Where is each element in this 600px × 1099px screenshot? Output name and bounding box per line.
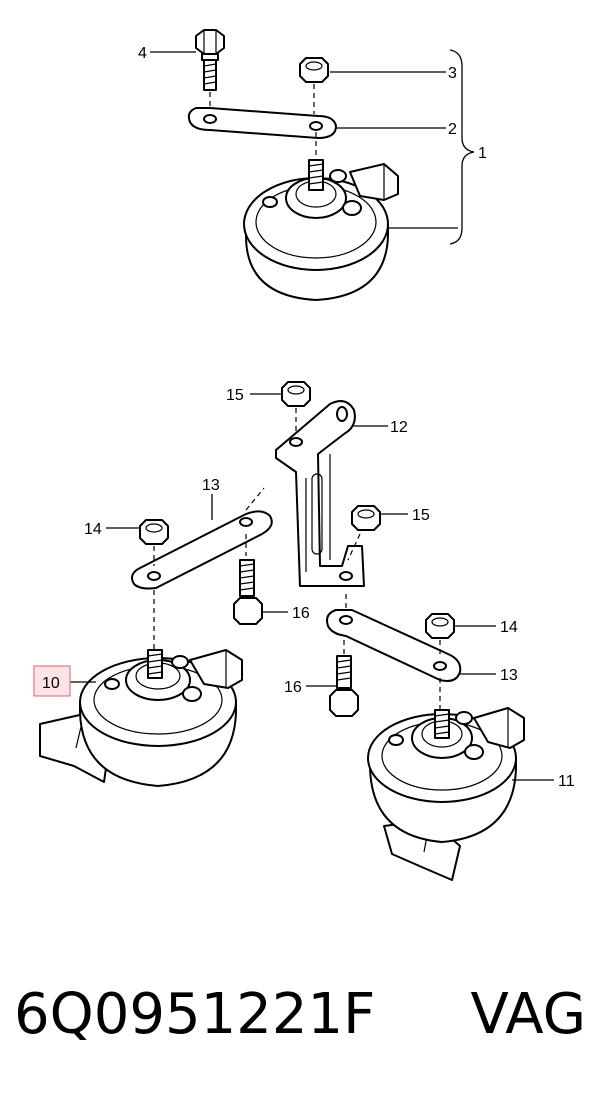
label-12: 12 (390, 419, 408, 436)
label-14-left: 14 (84, 521, 102, 538)
label-15-top: 15 (226, 387, 244, 404)
bolt-4-icon (195, 29, 225, 110)
bolt-16-upper-icon (233, 559, 263, 625)
nut-14-right-icon (425, 613, 455, 656)
label-16-upper: 16 (292, 605, 310, 622)
nut-3-icon (299, 57, 329, 114)
label-3: 3 (448, 65, 457, 82)
label-10-highlight (33, 665, 71, 697)
bracket-2-icon (187, 107, 337, 160)
label-16-lower: 16 (284, 679, 302, 696)
horn-10-icon (39, 649, 243, 787)
part-number: 6Q0951221F (14, 982, 376, 1047)
label-10: 10 (42, 675, 60, 692)
top-horn-assembly: 4 3 2 1 (138, 29, 487, 301)
nut-14-left-icon (139, 519, 169, 566)
label-13-right: 13 (500, 667, 518, 684)
label-15-right: 15 (412, 507, 430, 524)
label-4: 4 (138, 45, 147, 62)
bracket-12-icon (275, 400, 365, 587)
label-1: 1 (478, 145, 487, 162)
nut-15-top-icon (281, 381, 311, 440)
label-13-left: 13 (202, 477, 220, 494)
horn-11-icon (367, 707, 525, 881)
horn-1-icon (243, 159, 399, 301)
footer: 6Q0951221F VAG (0, 975, 600, 1055)
label-2: 2 (448, 121, 457, 138)
bottom-horn-assembly: 15 12 13 14 15 16 14 13 16 10 11 (33, 381, 575, 881)
bracket-13-left-icon (131, 487, 273, 650)
nut-15-right-icon (347, 505, 381, 561)
bracket-13-right-icon (326, 590, 462, 710)
bolt-16-lower-icon (329, 640, 359, 717)
label-14-right: 14 (500, 619, 518, 636)
label-11: 11 (558, 773, 575, 790)
brand-name: VAG (470, 982, 586, 1047)
